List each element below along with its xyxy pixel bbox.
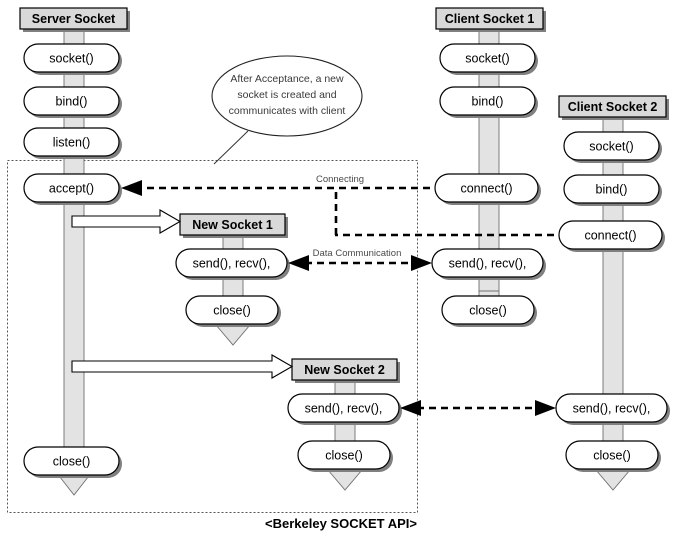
callout-line-2: socket is created and xyxy=(237,89,336,101)
node-server-socket-4[interactable] xyxy=(23,446,120,476)
column-new-socket-1: New Socket 1 send(), recv(), close() xyxy=(175,213,290,327)
annotation-data-communication: Data Communication xyxy=(313,248,402,259)
node-label: socket() xyxy=(49,52,93,66)
connector-data-communication-1 xyxy=(288,255,432,271)
node-label: bind() xyxy=(596,183,628,197)
node-server-socket-3[interactable] xyxy=(23,173,120,203)
node-label: send(), recv(), xyxy=(193,257,271,271)
node-label: send(), recv(), xyxy=(305,402,383,416)
node-new-socket-2-0[interactable] xyxy=(287,393,400,423)
header-box-new-socket-1[interactable] xyxy=(179,213,286,236)
header-label-new-socket-1: New Socket 1 xyxy=(192,218,273,232)
node-label: bind() xyxy=(472,95,504,109)
node-label: close() xyxy=(325,449,363,463)
node-new-socket-1-0[interactable] xyxy=(175,248,288,278)
header-box-client-socket-1[interactable] xyxy=(435,7,544,30)
connector-connecting-client2 xyxy=(334,188,554,237)
callout-note: After Acceptance, a new socket is create… xyxy=(211,55,363,165)
column-client-socket-2: Client Socket 2 socket() bind() connect(… xyxy=(555,95,670,472)
node-server-socket-2[interactable] xyxy=(23,127,120,157)
connector-connecting-client1 xyxy=(121,180,430,196)
node-label: listen() xyxy=(53,136,91,150)
node-client-socket-1-2[interactable] xyxy=(434,173,539,203)
node-client-socket-1-0[interactable] xyxy=(439,43,536,73)
node-new-socket-1-1[interactable] xyxy=(185,295,279,325)
callout-ellipse xyxy=(211,55,363,137)
spawn-arrow-new-socket-2 xyxy=(71,354,294,379)
header-box-server-socket[interactable] xyxy=(19,7,128,30)
node-label: connect() xyxy=(460,182,512,196)
node-label: send(), recv(), xyxy=(449,257,527,271)
node-label: close() xyxy=(53,455,91,469)
header-label-server-socket: Server Socket xyxy=(32,12,116,26)
node-label: connect() xyxy=(584,229,636,243)
spawn-arrow-new-socket-1 xyxy=(71,209,182,234)
node-label: close() xyxy=(593,449,631,463)
node-label: close() xyxy=(213,304,251,318)
callout-line-1: After Acceptance, a new xyxy=(230,73,344,85)
node-server-socket-0[interactable] xyxy=(23,43,120,73)
connector-data-communication-2 xyxy=(400,400,556,416)
server-process-boundary xyxy=(7,160,418,513)
node-label: send(), recv(), xyxy=(573,402,651,416)
node-label: close() xyxy=(469,304,507,318)
node-new-socket-2-1[interactable] xyxy=(297,440,391,470)
node-client-socket-2-2[interactable] xyxy=(558,220,663,250)
node-label: bind() xyxy=(56,95,88,109)
node-client-socket-1-1[interactable] xyxy=(439,86,536,116)
node-label: socket() xyxy=(589,140,633,154)
column-client-socket-1: Client Socket 1 socket() bind() connect(… xyxy=(431,7,546,327)
node-client-socket-1-4[interactable] xyxy=(441,295,535,325)
annotation-connecting: Connecting xyxy=(316,174,364,185)
node-client-socket-2-4[interactable] xyxy=(565,440,659,470)
node-server-socket-1[interactable] xyxy=(23,86,120,116)
header-label-new-socket-2: New Socket 2 xyxy=(304,363,385,377)
column-server-socket: Server Socket socket() bind() listen() a… xyxy=(19,7,130,478)
node-label: accept() xyxy=(49,182,94,196)
header-label-client-socket-1: Client Socket 1 xyxy=(445,12,535,26)
header-label-client-socket-2: Client Socket 2 xyxy=(568,100,658,114)
callout-line-3: communicates with client xyxy=(229,105,346,117)
diagram-caption: <Berkeley SOCKET API> xyxy=(265,516,417,531)
header-box-new-socket-2[interactable] xyxy=(291,358,398,381)
header-box-client-socket-2[interactable] xyxy=(558,95,667,118)
node-client-socket-2-1[interactable] xyxy=(563,174,660,204)
column-new-socket-2: New Socket 2 send(), recv(), close() xyxy=(287,358,402,472)
node-client-socket-2-0[interactable] xyxy=(563,131,660,161)
node-label: socket() xyxy=(465,52,509,66)
